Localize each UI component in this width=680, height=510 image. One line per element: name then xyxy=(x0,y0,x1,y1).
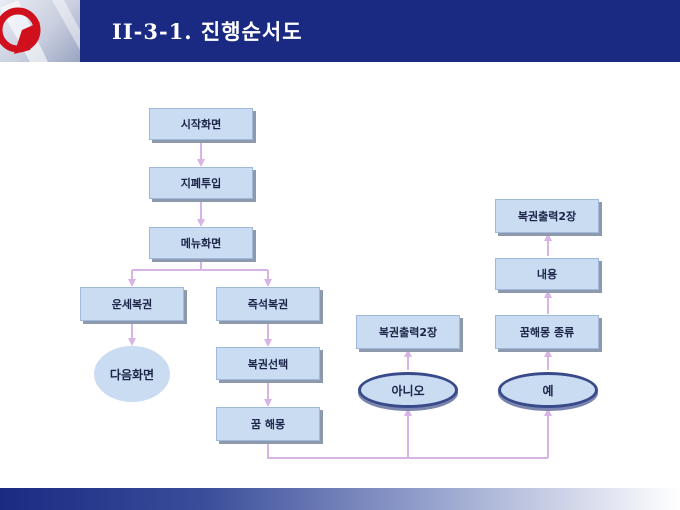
yes-print-label: 복권출력2장 xyxy=(517,210,577,223)
yes-label: 예 xyxy=(542,383,554,398)
content-box: 내용 xyxy=(495,258,599,290)
start-screen-label: 시작화면 xyxy=(180,118,222,131)
menu-screen-box: 메뉴화면 xyxy=(149,227,253,259)
dream-type-label: 꿈해몽 종류 xyxy=(519,326,575,339)
lottery-select-box: 복권선택 xyxy=(216,347,320,380)
logo-icon xyxy=(0,0,80,62)
dream-bottom-connector xyxy=(267,441,548,459)
fortune-lottery-label: 운세복권 xyxy=(111,298,153,311)
fortune-lottery-box: 운세복권 xyxy=(80,287,184,321)
next-screen-label: 다음화면 xyxy=(109,367,155,382)
content-label: 내용 xyxy=(536,268,558,281)
dream-type-box: 꿈해몽 종류 xyxy=(495,315,599,349)
yes-oval: 예 xyxy=(498,372,598,408)
no-oval: 아니오 xyxy=(358,372,458,408)
dream-interpretation-label: 꿈 해몽 xyxy=(250,418,286,431)
menu-screen-label: 메뉴화면 xyxy=(180,237,222,250)
no-print-box: 복권출력2장 xyxy=(356,315,460,349)
no-label: 아니오 xyxy=(391,383,425,398)
yes-print-box: 복권출력2장 xyxy=(495,199,599,233)
header-bar: II-3-1. 진행순서도 xyxy=(0,0,680,62)
page-title: II-3-1. 진행순서도 xyxy=(112,19,303,44)
instant-lottery-box: 즉석복권 xyxy=(216,287,320,321)
instant-lottery-label: 즉석복권 xyxy=(247,298,289,311)
bill-insert-box: 지폐투입 xyxy=(149,167,253,199)
start-screen-box: 시작화면 xyxy=(149,108,253,140)
next-screen-oval: 다음화면 xyxy=(94,346,170,402)
lottery-select-label: 복권선택 xyxy=(247,357,289,371)
no-print-label: 복권출력2장 xyxy=(378,326,438,339)
logo xyxy=(0,0,80,62)
bill-insert-label: 지폐투입 xyxy=(180,177,222,190)
dream-interpretation-box: 꿈 해몽 xyxy=(216,407,320,441)
footer-bar xyxy=(0,488,680,510)
